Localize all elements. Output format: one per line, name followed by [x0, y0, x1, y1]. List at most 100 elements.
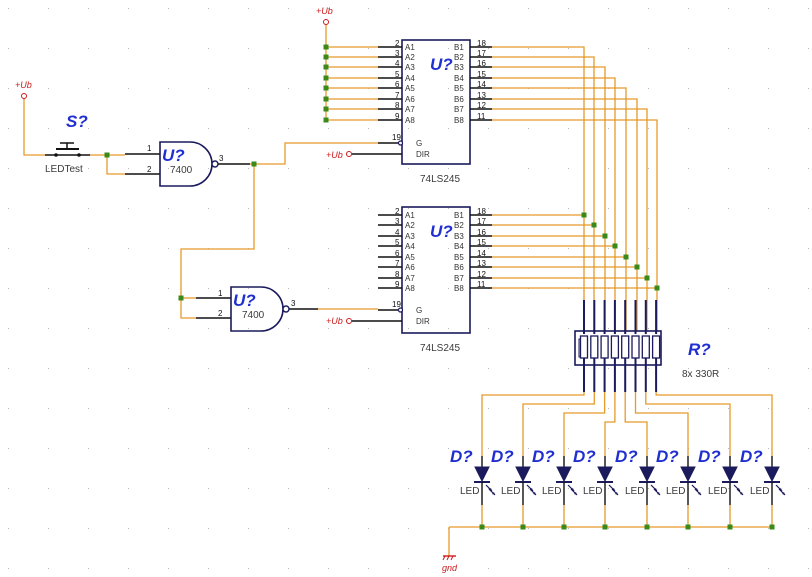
led-value: LED [583, 486, 602, 497]
buffer2-a-label: A7 [405, 274, 415, 283]
led-1[interactable]: D? LED [450, 447, 496, 505]
buffer2-a-label: A6 [405, 263, 415, 272]
ground-label: gnd [442, 563, 458, 573]
led-ref: D? [698, 447, 721, 466]
buffer1-a-pin: 9 [395, 112, 400, 121]
power-symbol-top[interactable]: +Ub [316, 6, 333, 25]
buffer1-a-pin: 7 [395, 91, 400, 100]
nand2-pin-1: 1 [218, 289, 223, 298]
led-6[interactable]: D?LED [656, 447, 702, 505]
buffer1-value: 74LS245 [420, 174, 460, 185]
ground-symbol[interactable]: gnd [442, 555, 458, 573]
led-5[interactable]: D? LED [615, 447, 661, 505]
led-value: LED [501, 486, 520, 497]
led-ref: D? [491, 447, 514, 466]
buffer1-a-pin: 5 [395, 70, 400, 79]
led-ref: D? [740, 447, 763, 466]
buffer1-b-label: B6 [454, 95, 464, 104]
led-2[interactable]: D? LED [491, 447, 537, 505]
power-symbol-left[interactable]: +Ub [15, 80, 32, 99]
buffer2-b-pin: 14 [477, 249, 486, 258]
buffer2-b-pin: 18 [477, 207, 486, 216]
nand1-pin-3: 3 [219, 154, 224, 163]
buffer2-b-label: B5 [454, 253, 464, 262]
buffer2-b-label: B8 [454, 284, 464, 293]
buffer1-a-pin: 4 [395, 59, 400, 68]
buffer1-ref: U? [430, 55, 453, 74]
led-ref: D? [532, 447, 555, 466]
nand2-pin-2: 2 [218, 309, 223, 318]
buffer1-g-pin: 19 [392, 133, 401, 142]
buffer2-ref: U? [430, 222, 453, 241]
buffer2-b-pin: 15 [477, 238, 486, 247]
led-7[interactable]: D?LED [698, 447, 744, 505]
power-symbol-dir1[interactable]: +Ub [326, 150, 352, 160]
buffer1-a-pin: 3 [395, 49, 400, 58]
pushbutton-switch[interactable]: S? LEDTest [45, 112, 90, 175]
buffer1-b-label: B4 [454, 74, 464, 83]
buffer1-b-label: B3 [454, 63, 464, 72]
led-value: LED [542, 486, 561, 497]
buffer2-a-pin: 8 [395, 270, 400, 279]
led-3[interactable]: D? LED [532, 447, 578, 505]
nand2-pin-3: 3 [291, 299, 296, 308]
buffer2-dir-label: DIR [416, 317, 430, 326]
buffer2-a-label: A3 [405, 232, 415, 241]
led-ref: D? [450, 447, 473, 466]
buffer1-a-label: A1 [405, 43, 415, 52]
switch-ref: S? [66, 112, 88, 131]
buffer1-b-label: B1 [454, 43, 464, 52]
buffer2-b-pin: 12 [477, 270, 486, 279]
buffer1-b-pin: 13 [477, 91, 486, 100]
buffer1-a-label: A4 [405, 74, 415, 83]
buffer2-a-pin: 5 [395, 238, 400, 247]
led-4[interactable]: D? LED [573, 447, 619, 505]
buffer1-a-pin: 8 [395, 101, 400, 110]
buffer1-a-label: A6 [405, 95, 415, 104]
buffer1-b-pin: 17 [477, 49, 486, 58]
led-ref: D? [656, 447, 679, 466]
led-value: LED [460, 486, 479, 497]
resistor-array-value: 8x 330R [682, 369, 719, 380]
nand1-value: 7400 [170, 165, 193, 176]
led-value: LED [750, 486, 769, 497]
buffer2-a-pin: 6 [395, 249, 400, 258]
led-ref: D? [615, 447, 638, 466]
buffer2-a-pin: 7 [395, 259, 400, 268]
buffer1-a-label: A5 [405, 84, 415, 93]
buffer1-dir-label: DIR [416, 150, 430, 159]
nand-gate-1[interactable]: U? 7400 1 2 3 [125, 141, 250, 187]
buffer2-a-pin: 4 [395, 228, 400, 237]
buffer2-b-pin: 17 [477, 217, 486, 226]
led-value: LED [625, 486, 644, 497]
nand2-value: 7400 [242, 310, 265, 321]
buffer1-b-label: B2 [454, 53, 464, 62]
buffer2-g-pin: 19 [392, 300, 401, 309]
resistor-array[interactable]: R? 8x 330R [574, 300, 719, 392]
buffer2-a-pin: 3 [395, 217, 400, 226]
buffer2-b-label: B6 [454, 263, 464, 272]
buffer1-a-label: A3 [405, 63, 415, 72]
power-symbol-dir2[interactable]: +Ub [326, 316, 352, 326]
led-8[interactable]: D? LED [740, 447, 786, 505]
buffer2-value: 74LS245 [420, 343, 460, 354]
buffer1-a-label: A8 [405, 116, 415, 125]
buffer1-a-pin: 6 [395, 80, 400, 89]
buffer2-a-pin: 2 [395, 207, 400, 216]
buffer2-b-label: B1 [454, 211, 464, 220]
nand2-ref: U? [233, 291, 256, 310]
buffer2-a-pin: 9 [395, 280, 400, 289]
nand-gate-2[interactable]: U? 7400 1 2 3 [196, 286, 318, 332]
resistor-array-ref: R? [688, 340, 711, 359]
buffer2-b-pin: 13 [477, 259, 486, 268]
buffer1-b-pin: 15 [477, 70, 486, 79]
buffer2-a-label: A5 [405, 253, 415, 262]
buffer1-b-label: B8 [454, 116, 464, 125]
buffer2-b-pin: 11 [477, 280, 486, 289]
buffer1-b-pin: 12 [477, 101, 486, 110]
led-ref: D? [573, 447, 596, 466]
